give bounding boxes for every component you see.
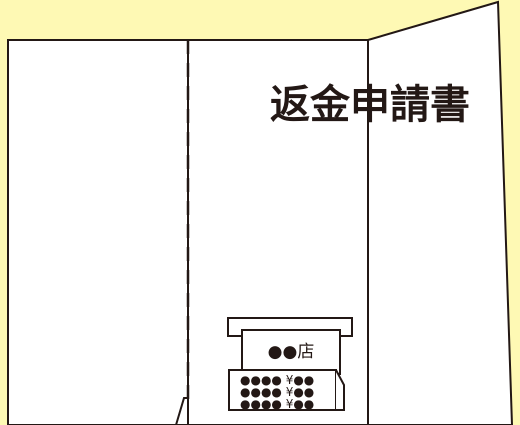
folded-flap-edge [175,397,188,425]
receipt-line-2: ●●●● ¥●● [240,385,314,399]
receipt-fold [335,369,345,411]
receipt-line-3: ●●●● ¥●● [240,397,314,411]
document-right-panel [367,0,514,425]
document-left-panel [7,39,189,425]
receipt-store-label: ●●店 [268,342,315,362]
receipt-line-1: ●●●● ¥●● [240,373,314,387]
document-title: 返金申請書 [270,82,470,128]
